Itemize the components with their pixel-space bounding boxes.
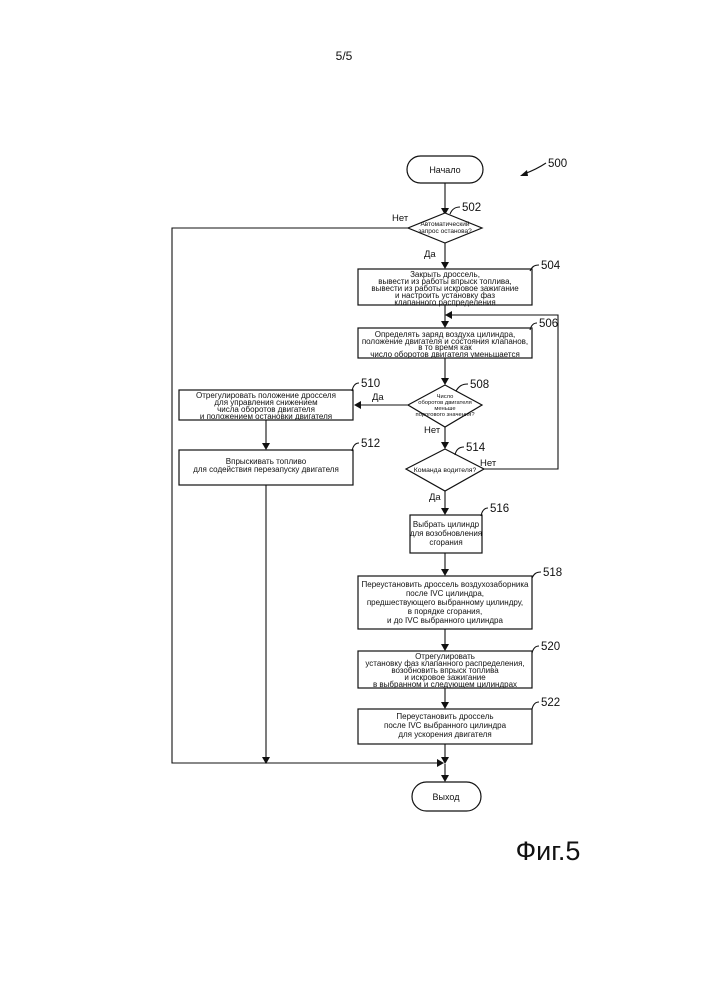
svg-text:Переустановить дроссель: Переустановить дроссель bbox=[396, 712, 493, 721]
label-yes-502: Да bbox=[424, 249, 436, 260]
label-yes-508: Да bbox=[372, 392, 384, 403]
svg-text:в порядке сгорания,: в порядке сгорания, bbox=[408, 607, 482, 616]
process-518: Переустановить дроссель воздухозаборника… bbox=[358, 567, 562, 629]
process-504: Закрыть дроссель, вывести из работы впры… bbox=[358, 260, 561, 307]
ref-510: 510 bbox=[361, 378, 380, 390]
process-520: Отрегулировать установку фаз клапанного … bbox=[358, 641, 560, 689]
ref-522: 522 bbox=[541, 697, 560, 709]
svg-text:запрос останова?: запрос останова? bbox=[418, 228, 472, 235]
label-no-502: Нет bbox=[392, 213, 409, 224]
decision-508: Число оборотов двигателя меньше порогово… bbox=[408, 379, 489, 427]
svg-text:Переустановить дроссель воздух: Переустановить дроссель воздухозаборника bbox=[362, 580, 530, 589]
svg-text:и положением остановки двигате: и положением остановки двигателя bbox=[200, 412, 332, 421]
ref-514: 514 bbox=[466, 442, 486, 454]
svg-text:после IVC выбранного цилиндра: после IVC выбранного цилиндра bbox=[384, 721, 507, 730]
svg-text:предшествующего выбранному цил: предшествующего выбранному цилиндру, bbox=[367, 598, 523, 607]
svg-text:Начало: Начало bbox=[429, 165, 460, 175]
process-516: Выбрать цилиндр для возобновления сгоран… bbox=[410, 503, 509, 553]
end-terminal: Выход bbox=[412, 782, 481, 811]
label-no-514: Нет bbox=[480, 458, 497, 469]
diagram-ref-arrowhead bbox=[520, 170, 528, 176]
svg-text:и до IVC выбранного цилиндра: и до IVC выбранного цилиндра bbox=[387, 616, 503, 625]
process-512: Впрыскивать топливо для содействия перез… bbox=[179, 438, 380, 485]
ref-502: 502 bbox=[462, 202, 481, 214]
ref-516: 516 bbox=[490, 503, 509, 515]
svg-text:порогового значения?: порогового значения? bbox=[415, 412, 475, 418]
svg-text:Команда водителя?: Команда водителя? bbox=[414, 467, 477, 474]
svg-text:Выбрать цилиндр: Выбрать цилиндр bbox=[413, 520, 480, 529]
process-522: Переустановить дроссель после IVC выбран… bbox=[358, 697, 560, 744]
process-510: Отрегулировать положение дросселя для уп… bbox=[179, 378, 380, 421]
svg-text:Выход: Выход bbox=[433, 792, 461, 802]
label-yes-514: Да bbox=[429, 492, 441, 503]
svg-text:после IVC цилиндра,: после IVC цилиндра, bbox=[406, 589, 484, 598]
start-terminal: Начало bbox=[407, 156, 483, 183]
ref-518: 518 bbox=[543, 567, 562, 579]
svg-text:для ускорения двигателя: для ускорения двигателя bbox=[398, 730, 491, 739]
figure-label: Фиг.5 bbox=[516, 836, 581, 866]
process-506: Определять заряд воздуха цилиндра, полож… bbox=[358, 318, 558, 359]
svg-text:в выбранном и следующем цилинд: в выбранном и следующем цилиндрах bbox=[373, 680, 517, 689]
diagram-ref-label: 500 bbox=[548, 158, 567, 170]
svg-text:сгорания: сгорания bbox=[429, 538, 462, 547]
svg-text:число оборотов двигателя умень: число оборотов двигателя уменьшается bbox=[370, 350, 520, 359]
ref-506: 506 bbox=[539, 318, 558, 330]
svg-text:клапанного распределения: клапанного распределения bbox=[394, 298, 495, 307]
ref-504: 504 bbox=[541, 260, 561, 272]
page-number: 5/5 bbox=[336, 49, 353, 63]
svg-text:для содействия перезапуску дви: для содействия перезапуску двигателя bbox=[193, 465, 339, 474]
svg-text:Автоматический: Автоматический bbox=[420, 220, 469, 228]
decision-514: Команда водителя? 514 bbox=[406, 442, 486, 491]
svg-text:для возобновления: для возобновления bbox=[410, 529, 482, 538]
ref-508: 508 bbox=[470, 379, 489, 391]
label-no-508: Нет bbox=[424, 425, 441, 436]
ref-512: 512 bbox=[361, 438, 380, 450]
ref-520: 520 bbox=[541, 641, 560, 653]
